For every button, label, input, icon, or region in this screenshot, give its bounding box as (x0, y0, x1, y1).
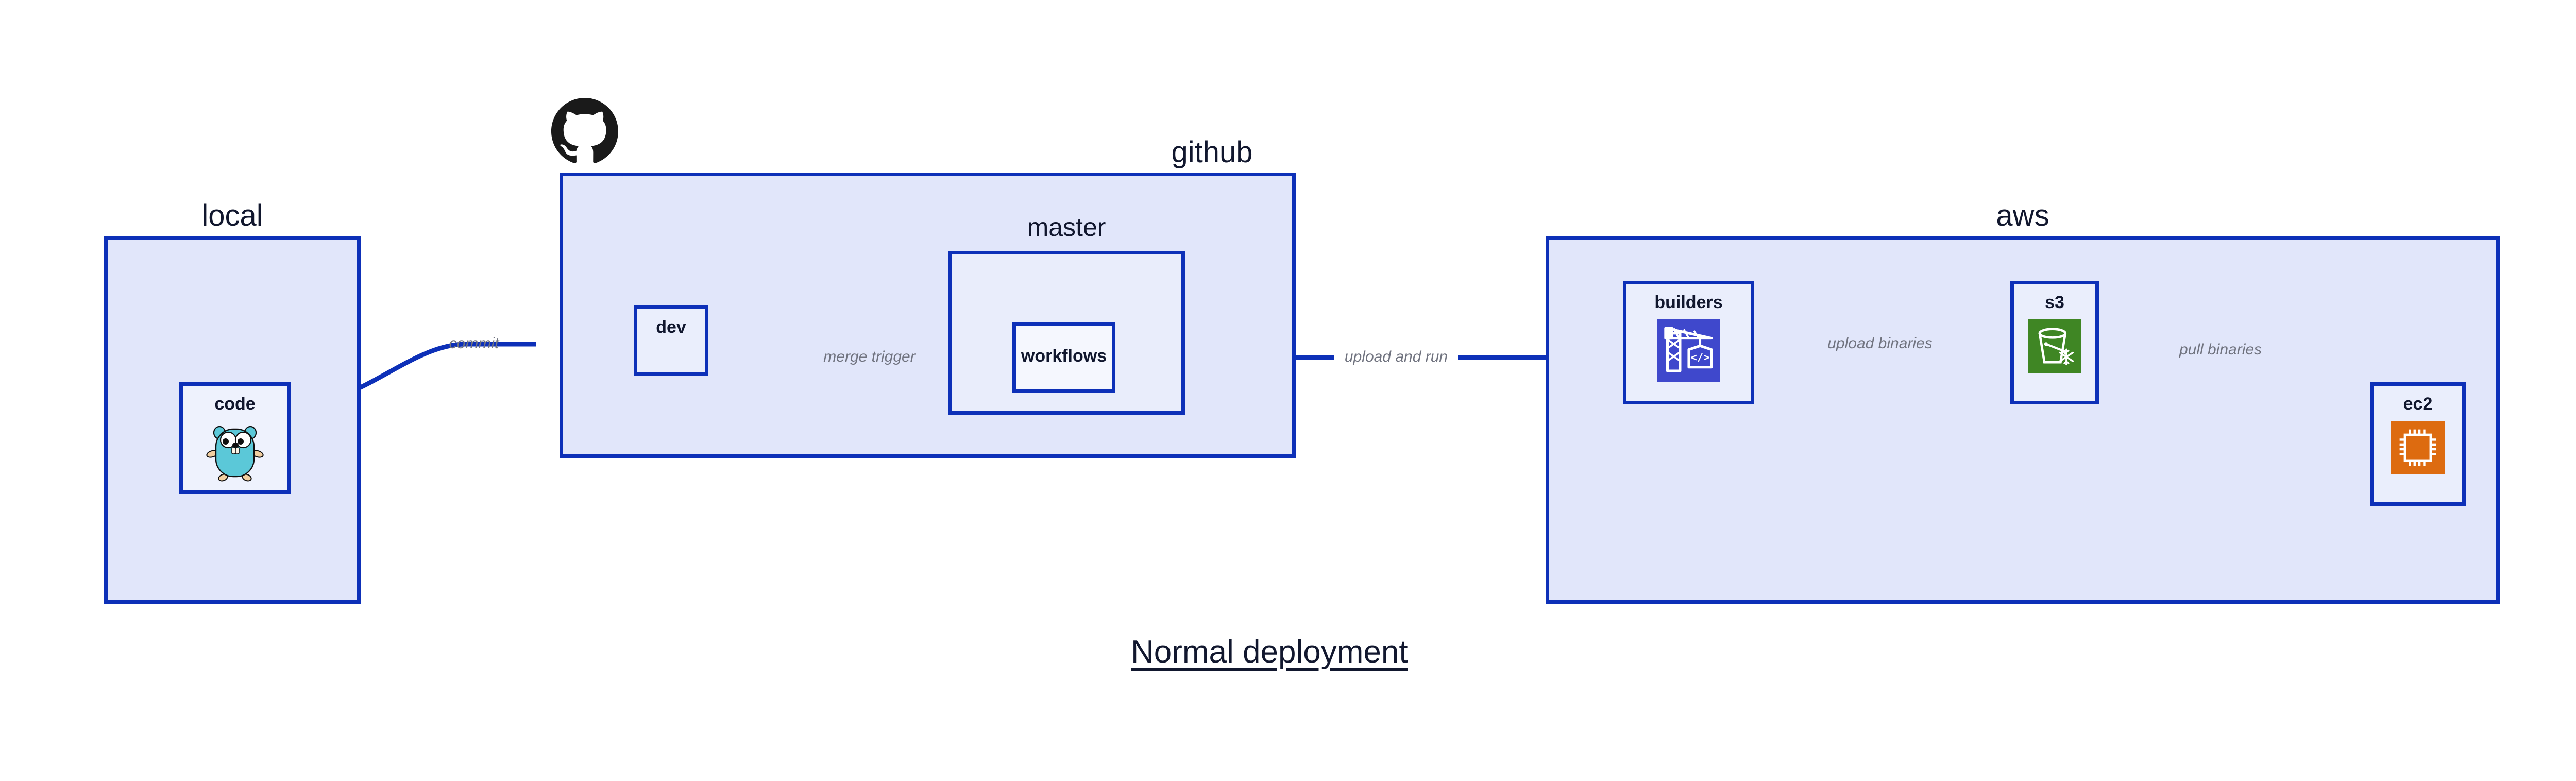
node-s3[interactable]: s3 (2010, 281, 2099, 404)
subgroup-label-master: master (1027, 213, 1106, 242)
svg-text:</>: </> (1690, 351, 1709, 364)
node-builders[interactable]: builders < (1623, 281, 1754, 404)
aws-ec2-chip-icon (2391, 421, 2445, 474)
node-label-workflows: workflows (1021, 346, 1107, 366)
edge-label-merge-trigger: merge trigger (823, 348, 916, 365)
diagram-title: Normal deployment (1131, 634, 1408, 670)
node-label-ec2: ec2 (2403, 394, 2433, 414)
node-label-code: code (214, 394, 256, 414)
aws-s3-glacier-bucket-icon (2028, 319, 2081, 373)
node-code[interactable]: code (179, 382, 291, 494)
node-ec2[interactable]: ec2 (2370, 382, 2466, 506)
node-label-s3: s3 (2045, 293, 2064, 312)
node-label-builders: builders (1654, 293, 1723, 312)
edge-label-upload-and-run: upload and run (1344, 348, 1448, 365)
edge-label-pull-binaries: pull binaries (2179, 341, 2262, 358)
edge-label-upload-binaries: upload binaries (1827, 335, 1933, 352)
github-octocat-icon (551, 98, 618, 165)
go-gopher-icon (206, 421, 264, 482)
edge-label-commit: commit (449, 335, 499, 352)
aws-codebuild-crane-icon: </> (1657, 319, 1720, 382)
node-workflows[interactable]: workflows (1012, 322, 1115, 393)
node-dev[interactable]: dev (634, 305, 708, 376)
node-label-dev: dev (656, 317, 686, 337)
group-label-local: local (201, 199, 263, 232)
group-label-github: github (1171, 135, 1253, 169)
group-label-aws: aws (1996, 199, 2049, 232)
